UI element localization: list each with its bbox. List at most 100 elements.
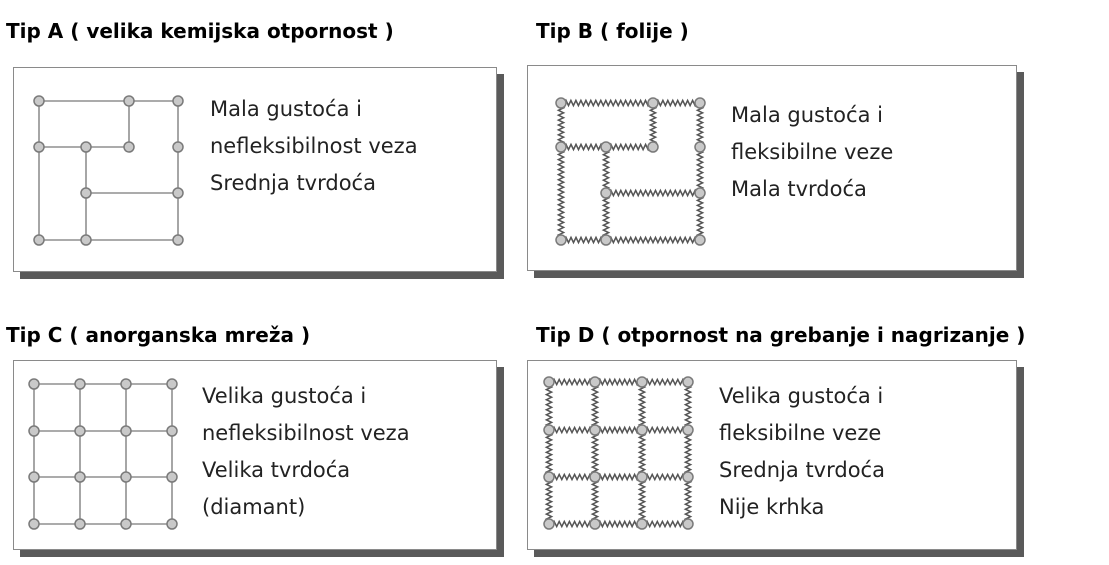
node: [120, 471, 132, 483]
node: [636, 471, 648, 483]
tip-b-panel: Mala gustoća i fleksibilne veze Mala tvr…: [527, 65, 1017, 271]
node: [636, 518, 648, 530]
flexible-bond: [556, 146, 566, 241]
tip-d-description: Velika gustoća i fleksibilne veze Srednj…: [719, 378, 885, 526]
node: [33, 141, 45, 153]
node: [555, 97, 567, 109]
node: [120, 425, 132, 437]
tip-a-network-diagram: [33, 95, 184, 246]
flexible-bond: [683, 476, 693, 525]
node: [80, 141, 92, 153]
description-line: Velika tvrdoća: [202, 458, 351, 482]
description-line: Srednja tvrdoća: [210, 171, 376, 195]
node: [74, 518, 86, 530]
tip-a-heading: Tip A ( velika kemijska otpornost ): [6, 19, 394, 43]
bond-group: [33, 383, 173, 525]
node: [600, 141, 612, 153]
node: [28, 518, 40, 530]
flexible-bond: [695, 192, 705, 241]
tip-c-network-diagram: [28, 378, 178, 530]
flexible-bond: [641, 472, 689, 482]
tip-a-panel: Mala gustoća i nefleksibilnost veza Sred…: [13, 67, 497, 272]
flexible-bond: [641, 519, 689, 529]
node: [555, 141, 567, 153]
flexible-bond: [594, 519, 643, 529]
description-line: Mala tvrdoća: [731, 177, 867, 201]
description-line: fleksibilne veze: [719, 421, 882, 445]
flexible-bond: [637, 381, 647, 431]
flexible-bond: [590, 429, 600, 478]
tip-d-panel: Velika gustoća i fleksibilne veze Srednj…: [527, 360, 1017, 550]
node: [74, 471, 86, 483]
flexible-bond: [594, 425, 643, 435]
node: [694, 97, 706, 109]
flexible-bond: [544, 429, 554, 478]
node: [123, 141, 135, 153]
node: [589, 518, 601, 530]
node: [555, 234, 567, 246]
node: [694, 141, 706, 153]
node: [120, 378, 132, 390]
node: [589, 424, 601, 436]
node: [28, 425, 40, 437]
tip-b-description: Mala gustoća i fleksibilne veze Mala tvr…: [731, 97, 893, 208]
tip-a-description: Mala gustoća i nefleksibilnost veza Sred…: [210, 91, 418, 202]
node: [682, 424, 694, 436]
node: [28, 378, 40, 390]
node: [172, 234, 184, 246]
flexible-bond: [683, 381, 693, 431]
tip-d-network-diagram: [543, 376, 694, 530]
flexible-bond: [548, 519, 596, 529]
node: [636, 376, 648, 388]
node: [166, 471, 178, 483]
flexible-bond: [695, 146, 705, 194]
node: [74, 425, 86, 437]
node: [172, 95, 184, 107]
node: [589, 376, 601, 388]
flexible-bond: [648, 102, 658, 148]
flexible-bond: [594, 377, 643, 387]
tip-c-panel: Velika gustoća i nefleksibilnost veza Ve…: [13, 360, 497, 550]
node: [123, 95, 135, 107]
flexible-bond: [560, 98, 654, 108]
flexible-bond: [601, 146, 611, 194]
flexible-bond: [590, 381, 600, 431]
node: [694, 234, 706, 246]
flexible-bond: [544, 476, 554, 525]
flexible-bond: [601, 192, 611, 241]
node: [589, 471, 601, 483]
node: [682, 471, 694, 483]
node: [120, 518, 132, 530]
node: [600, 187, 612, 199]
node: [543, 518, 555, 530]
flexible-bond: [548, 425, 596, 435]
flexible-bond: [590, 476, 600, 525]
node: [166, 425, 178, 437]
flexible-bond: [641, 377, 689, 387]
tip-b-network-diagram: [555, 97, 706, 246]
node: [636, 424, 648, 436]
flexible-bond: [594, 472, 643, 482]
node: [80, 234, 92, 246]
node: [694, 187, 706, 199]
node: [33, 234, 45, 246]
description-line: Srednja tvrdoća: [719, 458, 885, 482]
node: [172, 141, 184, 153]
bond-group: [544, 377, 693, 529]
description-line: Nije krhka: [719, 495, 825, 519]
node: [166, 518, 178, 530]
flexible-bond: [637, 476, 647, 525]
flexible-bond: [560, 142, 607, 152]
node: [33, 95, 45, 107]
node-group: [543, 376, 694, 530]
flexible-bond: [637, 429, 647, 478]
flexible-bond: [641, 425, 689, 435]
description-line: Velika gustoća i: [202, 384, 367, 408]
flexible-bond: [695, 102, 705, 148]
node: [543, 376, 555, 388]
node: [28, 471, 40, 483]
description-line: Mala gustoća i: [210, 97, 362, 121]
node: [543, 424, 555, 436]
flexible-bond: [544, 381, 554, 431]
node: [80, 187, 92, 199]
